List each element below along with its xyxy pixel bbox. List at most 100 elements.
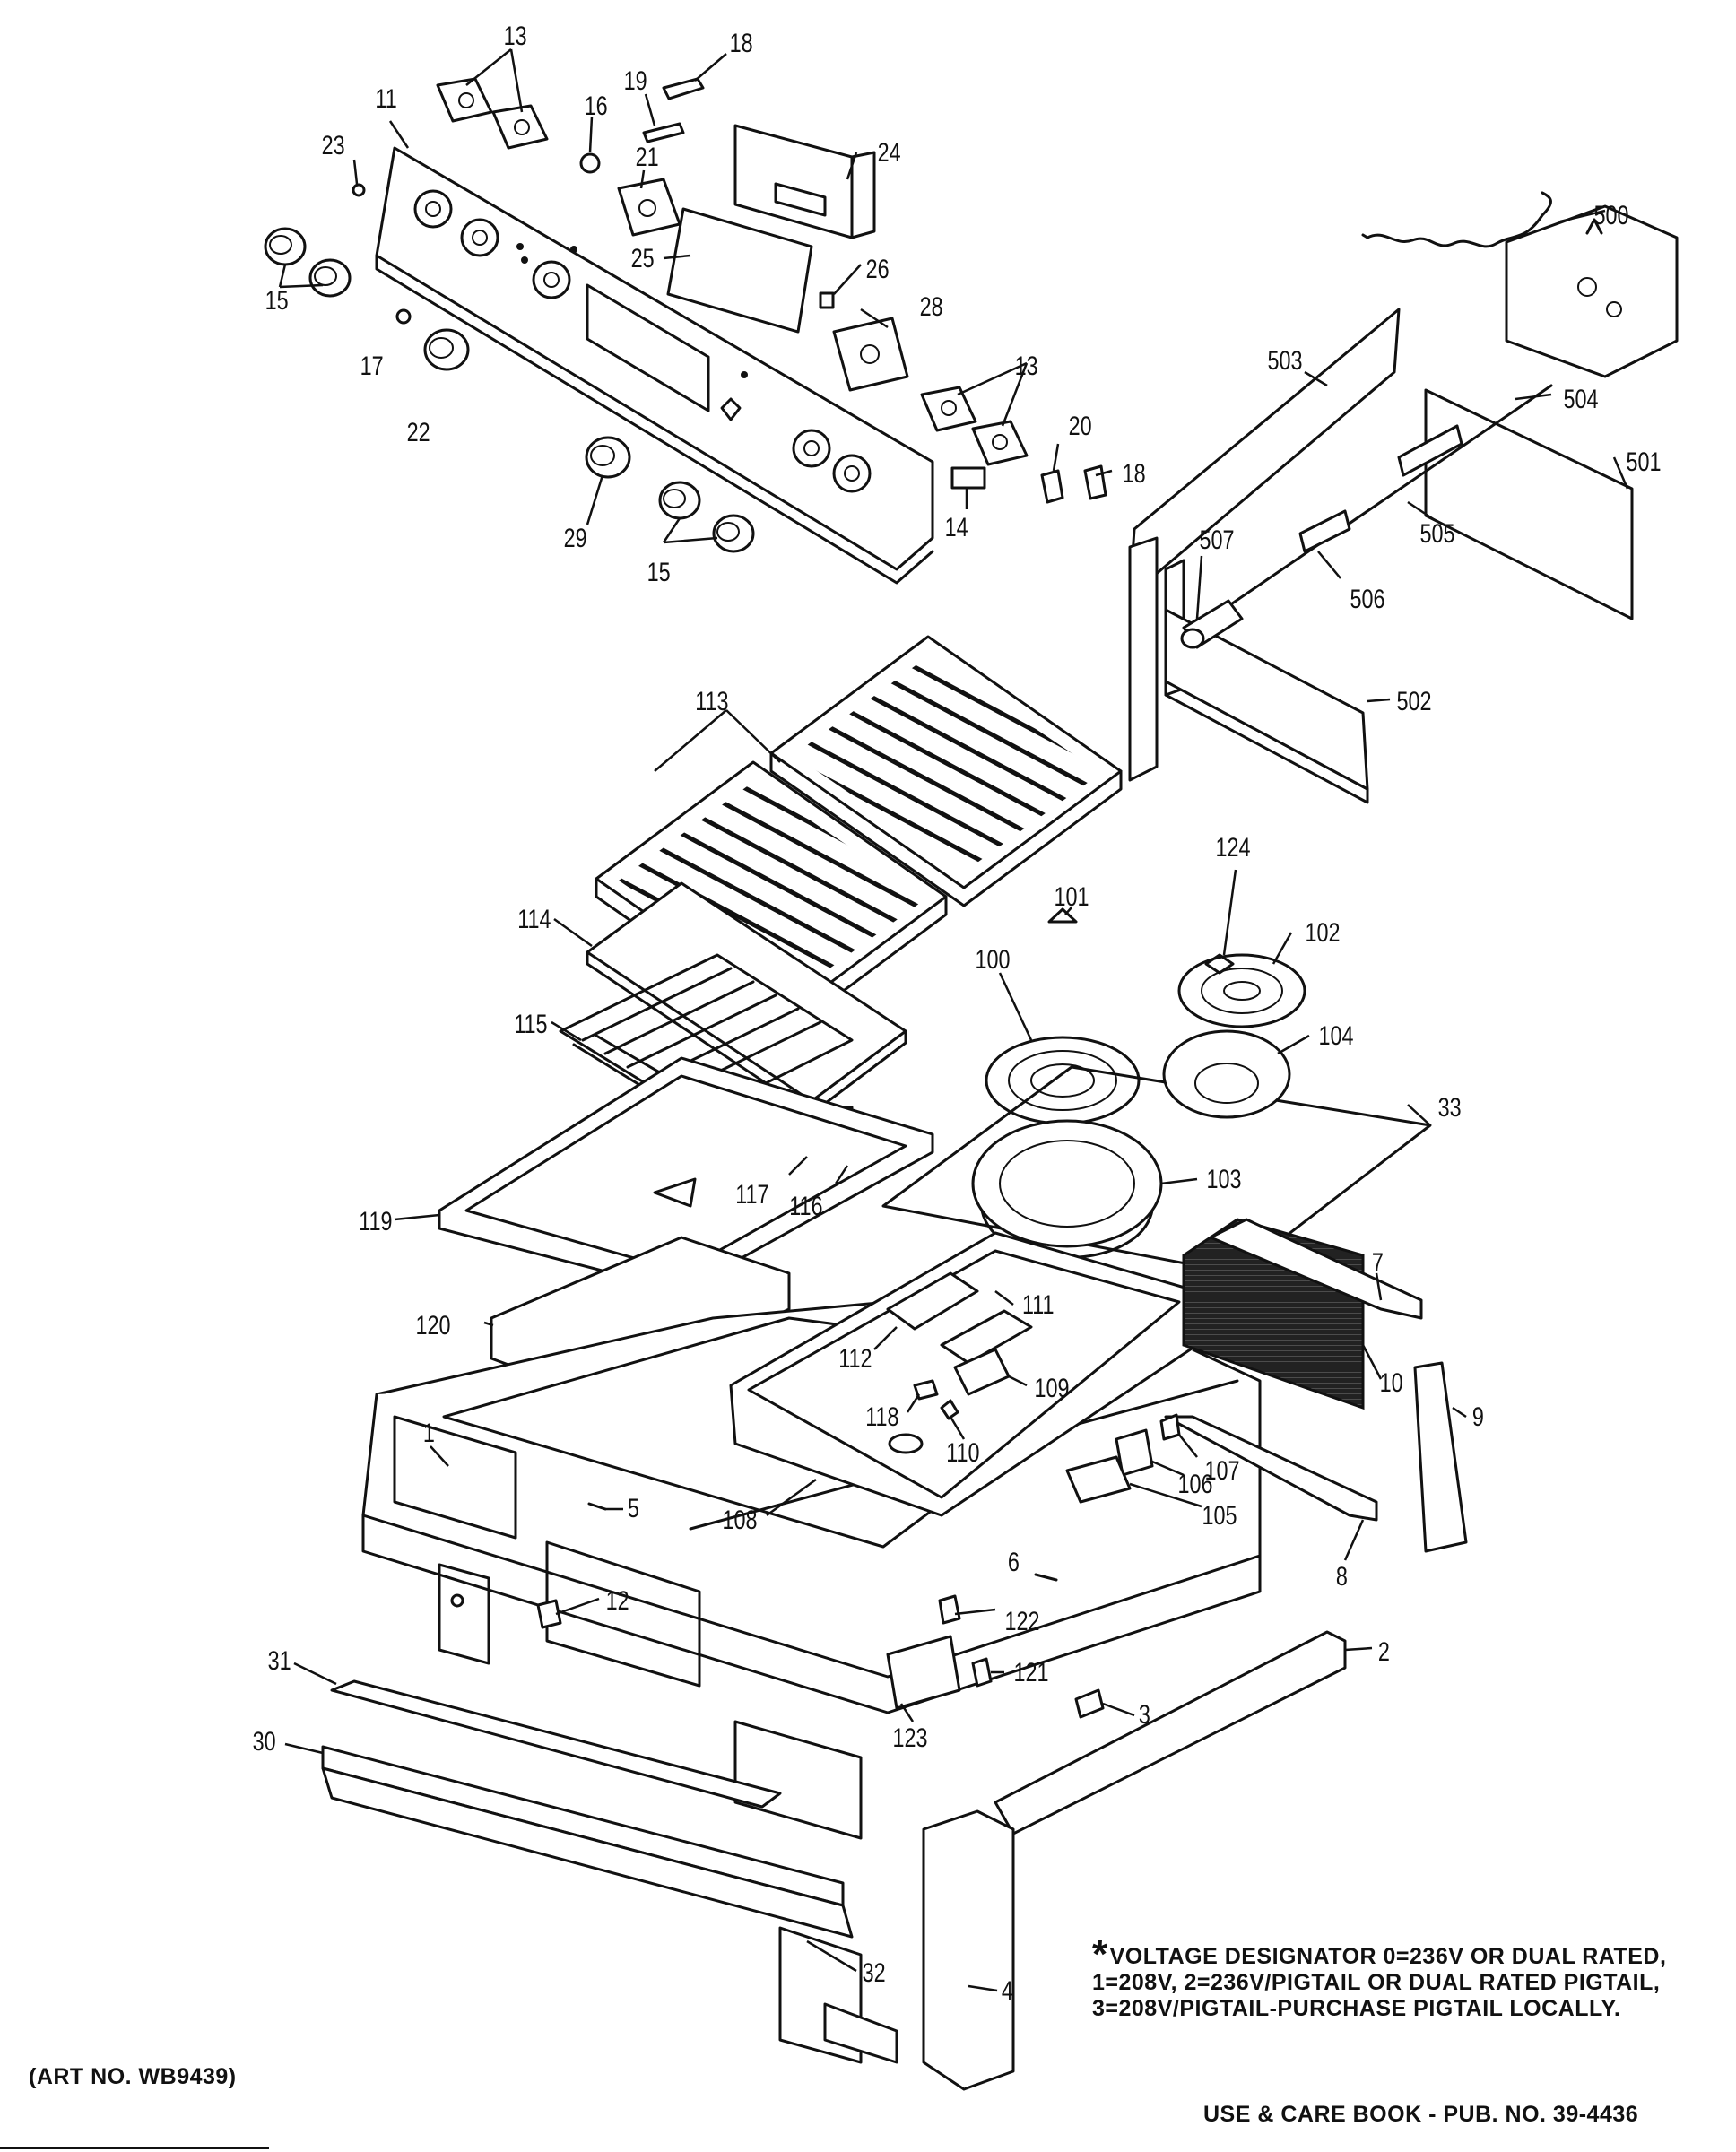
label-500: 500 xyxy=(1594,200,1629,230)
grill-grate-113-left-ribs xyxy=(619,782,926,997)
spring-118 xyxy=(913,1379,939,1401)
label-26: 26 xyxy=(866,254,890,283)
label-109: 109 xyxy=(1035,1373,1070,1402)
asterisk-mark: * xyxy=(1092,1932,1108,1976)
part-26 xyxy=(819,291,835,309)
label-505: 505 xyxy=(1420,518,1455,548)
label-105: 105 xyxy=(1202,1500,1237,1530)
grill-grate-113-right-ribs xyxy=(794,656,1101,872)
label-15-left: 15 xyxy=(265,285,289,315)
label-28: 28 xyxy=(920,291,943,321)
label-108: 108 xyxy=(723,1505,758,1534)
control-panel xyxy=(375,146,934,585)
use-care-book-reference: USE & CARE BOOK - PUB. NO. 39-4436 xyxy=(1203,2102,1639,2127)
label-25: 25 xyxy=(631,243,655,273)
label-106: 106 xyxy=(1178,1469,1213,1498)
label-501: 501 xyxy=(1627,447,1662,476)
rail-30 xyxy=(321,1745,845,1907)
label-18-top: 18 xyxy=(730,28,753,57)
label-506: 506 xyxy=(1350,584,1385,613)
label-4: 4 xyxy=(1002,1975,1013,2005)
label-118: 118 xyxy=(865,1401,898,1431)
clip-18-top xyxy=(662,77,705,100)
part-labels: 11 13 16 19 18 21 24 23 15 17 22 25 26 2… xyxy=(253,21,1662,2005)
voltage-note-line-3: 3=208V/PIGTAIL-PURCHASE PIGTAIL LOCALLY. xyxy=(1092,1996,1621,2021)
block-111 xyxy=(886,1271,1033,1365)
glass-25 xyxy=(666,207,813,334)
knob-15-left-b xyxy=(308,258,352,298)
label-502: 502 xyxy=(1397,686,1432,716)
screw-23 xyxy=(352,183,366,197)
label-33: 33 xyxy=(1438,1092,1462,1122)
label-6: 6 xyxy=(1008,1547,1020,1576)
label-102: 102 xyxy=(1306,917,1341,947)
label-22: 22 xyxy=(407,417,430,447)
plate-14 xyxy=(950,466,986,490)
label-18-bottom: 18 xyxy=(1123,458,1146,488)
switch-28 xyxy=(832,317,909,392)
label-32: 32 xyxy=(863,1957,886,1987)
nut-17 xyxy=(395,308,412,325)
label-21: 21 xyxy=(636,142,659,171)
knob-15-left-a xyxy=(264,227,307,266)
socket-20 xyxy=(1040,469,1064,504)
corner-trim-4 xyxy=(922,1809,1015,2091)
receptacle-105 xyxy=(1065,1455,1132,1504)
label-101: 101 xyxy=(1055,881,1089,911)
fork-505 xyxy=(1397,424,1463,477)
clip-3 xyxy=(1074,1688,1105,1719)
label-10: 10 xyxy=(1380,1367,1403,1397)
knob-22 xyxy=(423,328,470,371)
label-13-bottom: 13 xyxy=(1015,351,1038,380)
knob-15-right-a xyxy=(658,481,701,520)
label-121: 121 xyxy=(1014,1657,1049,1687)
voltage-designator-note: *VOLTAGE DESIGNATOR 0=236V OR DUAL RATED… xyxy=(1092,1935,1666,2022)
knob-15-right-b xyxy=(712,514,755,553)
label-114: 114 xyxy=(517,904,551,933)
label-2: 2 xyxy=(1378,1636,1390,1666)
lamp-16 xyxy=(579,152,601,174)
part-122 xyxy=(938,1594,961,1625)
label-110: 110 xyxy=(946,1437,979,1467)
label-31: 31 xyxy=(268,1645,291,1675)
label-107: 107 xyxy=(1205,1455,1240,1485)
clock-24 xyxy=(733,124,876,239)
front-opening-left xyxy=(393,1415,517,1540)
knob-29 xyxy=(585,436,631,479)
art-number: (ART NO. WB9439) xyxy=(29,2064,237,2089)
label-23: 23 xyxy=(322,130,345,160)
label-13-top: 13 xyxy=(504,21,527,50)
label-24: 24 xyxy=(878,137,901,167)
voltage-note-line-2: 1=208V, 2=236V/PIGTAIL OR DUAL RATED PIG… xyxy=(1092,1970,1661,1995)
label-15-right: 15 xyxy=(647,557,671,586)
clip-110 xyxy=(940,1399,959,1420)
switch-13-bottom-b xyxy=(971,420,1029,466)
switch-13-top-a xyxy=(436,77,493,123)
label-30: 30 xyxy=(253,1726,276,1756)
shield-503-side xyxy=(1128,536,1159,782)
rail-31 xyxy=(330,1679,782,1809)
screw-6 xyxy=(1034,1573,1058,1582)
label-112: 112 xyxy=(838,1343,872,1373)
rotisserie-motor-500 xyxy=(1361,191,1679,378)
label-1: 1 xyxy=(423,1418,435,1447)
plate-106 xyxy=(1115,1428,1154,1477)
clip-18-bottom xyxy=(1083,464,1107,500)
socket-19 xyxy=(642,122,685,143)
label-122: 122 xyxy=(1005,1606,1040,1636)
label-116: 116 xyxy=(789,1191,822,1220)
drip-bowl-104 xyxy=(1162,1029,1291,1119)
label-104: 104 xyxy=(1319,1020,1354,1050)
trim-7 xyxy=(1209,1218,1423,1320)
part-121 xyxy=(971,1657,993,1688)
label-507: 507 xyxy=(1200,525,1235,554)
label-119: 119 xyxy=(359,1206,392,1236)
label-111: 111 xyxy=(1022,1289,1055,1319)
label-11: 11 xyxy=(375,83,396,113)
screw-5 xyxy=(587,1502,607,1511)
label-103: 103 xyxy=(1207,1164,1242,1193)
bracket-501 xyxy=(1424,388,1634,620)
fork-506 xyxy=(1298,509,1351,553)
bracket-502-plate xyxy=(1164,608,1369,791)
